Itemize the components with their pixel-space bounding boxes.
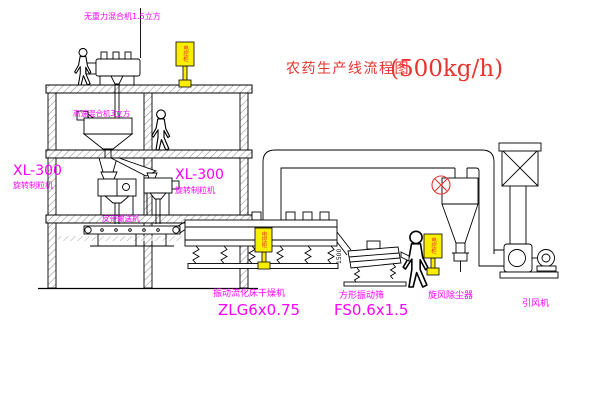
exhaust-duct (262, 149, 495, 254)
belt-conveyor (83, 225, 181, 247)
control-panel-2: 电控柜 (254, 227, 273, 270)
label-dryer-model: ZLG6x0.75 (218, 301, 300, 319)
column-right (239, 92, 249, 289)
label-belt-conveyor: 皮带输送机 (102, 213, 140, 223)
control-panel-3-label: 电控柜 (430, 236, 437, 255)
label-cyclone: 旋风除尘器 (428, 289, 473, 301)
label-fan: 引风机 (522, 297, 549, 309)
floor-slab-2 (45, 149, 253, 159)
granulator-left (97, 171, 137, 224)
label-high-speed-mixer: 高速混合机3立方 (73, 108, 131, 118)
control-panel-1: 电控柜 (175, 41, 195, 88)
granulator-right (143, 172, 180, 224)
label-gravity-mixer: 无重力混合机1.5立方 (84, 11, 161, 21)
label-granulator-left-model: XL-300 (13, 163, 62, 179)
dimension-note: 1500 (336, 249, 343, 264)
gravity-mixer (85, 8, 141, 118)
control-panel-3: 电控柜 (423, 233, 443, 276)
label-granulator-mid-name: 旋转制粒机 (175, 185, 215, 195)
high-speed-mixer (76, 110, 134, 158)
ground-hatch-strip (58, 236, 182, 241)
control-panel-2-label: 电控柜 (261, 230, 268, 249)
column-left (47, 92, 57, 289)
label-screen-model: FS0.6x1.5 (334, 301, 408, 319)
page-title: 农药生产线流程图 (286, 61, 410, 77)
cyclone-separator (441, 168, 479, 272)
vibrating-screen: 1500 (336, 231, 410, 287)
label-granulator-mid-model: XL-300 (175, 167, 224, 183)
dryer-springs (192, 245, 335, 264)
exhaust-stack (498, 142, 542, 244)
control-panel-1-label: 电控柜 (182, 44, 189, 63)
floor-slab-roof (45, 84, 253, 94)
induced-draft-fan (478, 243, 559, 279)
red-revision-marker (431, 175, 451, 195)
person-figure-roof (74, 47, 92, 86)
label-granulator-left-name: 旋转制粒机 (13, 180, 53, 190)
label-screen-name: 方形振动筛 (339, 289, 384, 301)
person-figure-floor2 (151, 109, 171, 151)
page-title-capacity: (500kg/h) (390, 56, 503, 82)
y-chute (98, 157, 158, 177)
label-dryer-name: 振动流化床干燥机 (213, 287, 285, 299)
